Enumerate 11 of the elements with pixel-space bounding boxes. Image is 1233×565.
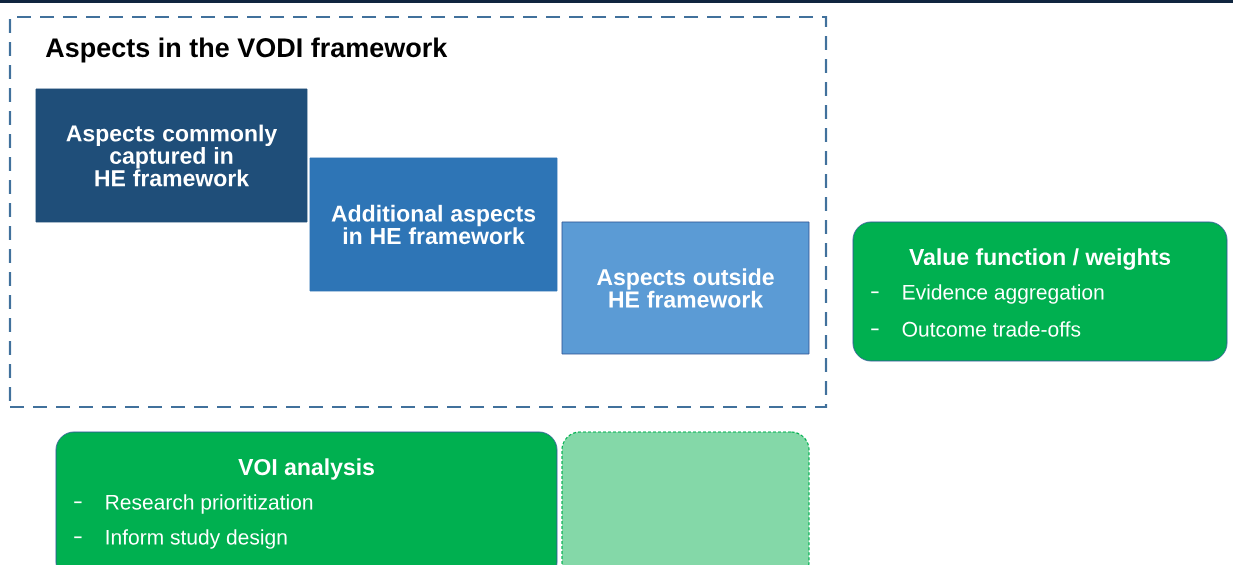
text-box: Aspects commonly captured in HE framework (35, 88, 308, 223)
bullet-item: Evidence aggregation (870, 284, 1104, 304)
bullet-item: Research prioritization (73, 494, 313, 514)
bullet-item: Outcome trade-offs (870, 321, 1081, 337)
frame-title: Aspects in the VODI framework (45, 37, 448, 63)
box-heading: VOI analysis (238, 458, 374, 480)
bullet-item: Inform study design (73, 529, 287, 549)
rounded-box (561, 431, 810, 565)
text-box: Aspects outside HE framework (561, 221, 810, 355)
box-heading: Value function / weights (909, 248, 1171, 270)
text-box: Additional aspects in HE framework (309, 157, 558, 292)
